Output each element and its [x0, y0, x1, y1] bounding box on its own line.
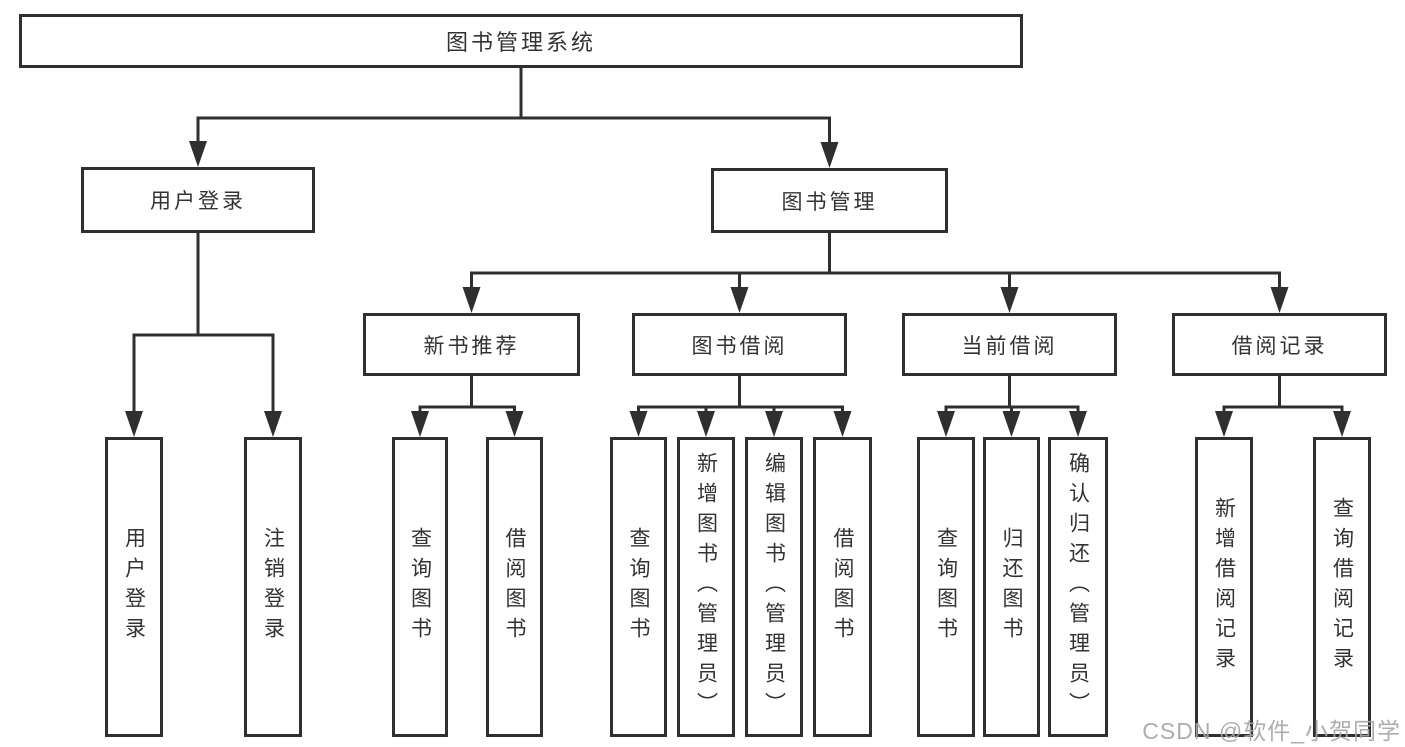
- node-label: 图书借阅: [691, 334, 788, 358]
- node-label: 借阅图书: [503, 527, 526, 647]
- node-label: 归还图书: [1000, 527, 1023, 647]
- node-label: 用户登录: [150, 190, 246, 213]
- node-bb-add-book: 新增图书（管理员）: [677, 437, 735, 737]
- node-label: 借阅图书: [831, 527, 854, 647]
- node-label: 查询借阅记录: [1330, 497, 1354, 677]
- node-label: 查询图书: [408, 527, 432, 647]
- node-leaf-user-login: 用户登录: [105, 437, 163, 737]
- node-label: 图书管理: [781, 190, 878, 214]
- node-label: 用户登录: [122, 527, 146, 647]
- node-rec-query-book: 查询图书: [392, 437, 448, 737]
- node-book-borrow: 图书借阅: [632, 313, 847, 376]
- node-borrow-records: 借阅记录: [1172, 313, 1387, 376]
- node-cb-query-book: 查询图书: [917, 437, 975, 737]
- node-br-add-record: 新增借阅记录: [1195, 437, 1253, 737]
- node-label: 新增图书（管理员）: [694, 452, 718, 722]
- arrowhead-icon: [125, 141, 1351, 437]
- node-label: 查询图书: [934, 527, 958, 647]
- node-label: 新增借阅记录: [1212, 497, 1236, 677]
- node-label: 借阅记录: [1231, 334, 1328, 358]
- node-label: 图书管理系统: [445, 30, 596, 55]
- watermark: CSDN @软件_小贺同学: [1142, 718, 1401, 744]
- node-leaf-logout: 注销登录: [244, 437, 302, 737]
- node-label: 注销登录: [261, 527, 285, 647]
- node-root: 图书管理系统: [19, 14, 1023, 68]
- node-label: 查询图书: [627, 527, 650, 647]
- node-bb-edit-book: 编辑图书（管理员）: [745, 437, 803, 737]
- node-cb-confirm-return: 确认归还（管理员）: [1048, 437, 1108, 737]
- node-label: 编辑图书（管理员）: [762, 452, 786, 722]
- node-rec-borrow-book: 借阅图书: [486, 437, 543, 737]
- node-current-borrow: 当前借阅: [902, 313, 1117, 376]
- node-label: 新书推荐: [423, 334, 520, 358]
- node-br-query-record: 查询借阅记录: [1313, 437, 1371, 737]
- node-user-login: 用户登录: [81, 167, 315, 233]
- node-new-book-rec: 新书推荐: [363, 313, 580, 376]
- node-cb-return-book: 归还图书: [983, 437, 1040, 737]
- node-book-mgmt: 图书管理: [711, 168, 948, 233]
- connector-edges: [125, 66, 1351, 437]
- node-bb-query-book: 查询图书: [610, 437, 667, 737]
- node-label: 确认归还（管理员）: [1066, 452, 1090, 722]
- node-label: 当前借阅: [961, 334, 1058, 358]
- node-bb-borrow-book: 借阅图书: [813, 437, 872, 737]
